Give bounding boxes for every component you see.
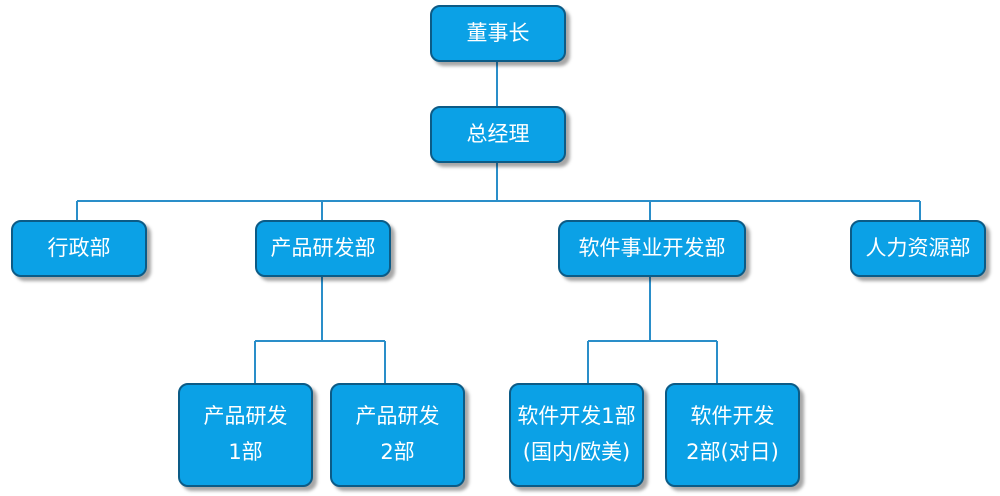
node-chairman[interactable]: 董事长 [430, 5, 566, 62]
node-label: 行政部 [47, 235, 111, 260]
node-label: 软件开发1部 (国内/欧美) [517, 404, 636, 464]
node-product-rd-1[interactable]: 产品研发 1部 [178, 383, 313, 487]
node-label: 董事长 [466, 20, 530, 45]
node-hr-department[interactable]: 人力资源部 [850, 220, 986, 277]
node-product-rd-department[interactable]: 产品研发部 [255, 220, 391, 277]
node-admin-department[interactable]: 行政部 [11, 220, 147, 277]
node-software-dev-2[interactable]: 软件开发 2部(对日) [665, 383, 800, 487]
node-label: 产品研发 1部 [203, 404, 288, 464]
node-general-manager[interactable]: 总经理 [430, 106, 566, 163]
node-product-rd-2[interactable]: 产品研发 2部 [330, 383, 465, 487]
node-software-business-department[interactable]: 软件事业开发部 [558, 220, 746, 277]
node-label: 总经理 [466, 121, 530, 146]
node-label: 软件开发 2部(对日) [686, 404, 779, 464]
node-label: 产品研发部 [270, 235, 376, 260]
node-label: 人力资源部 [865, 235, 971, 260]
node-label: 产品研发 2部 [355, 404, 440, 464]
node-software-dev-1[interactable]: 软件开发1部 (国内/欧美) [509, 383, 644, 487]
node-label: 软件事业开发部 [578, 235, 726, 260]
